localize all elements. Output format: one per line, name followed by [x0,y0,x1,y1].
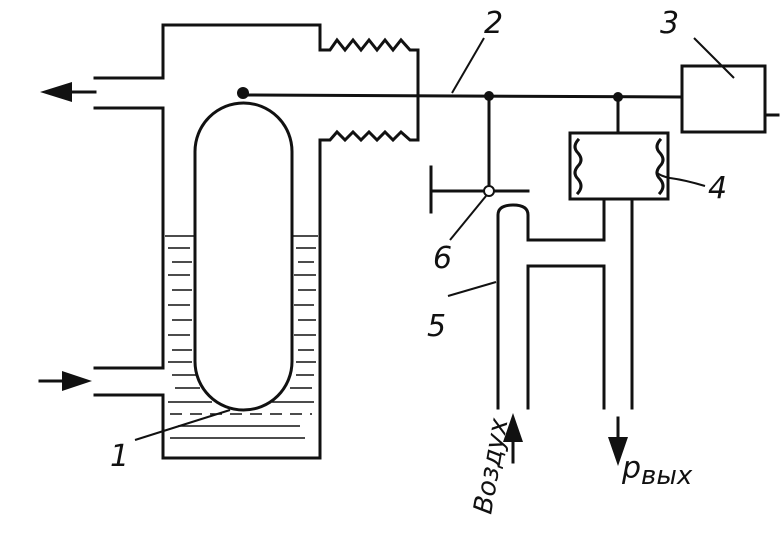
label-box: 3 [660,6,679,41]
box [680,64,767,134]
label-output-sub: вых [641,461,693,491]
label-output: pвых [621,451,693,491]
flapper [429,94,530,214]
label-flapper: 6 [433,241,452,276]
float-pivot [237,87,249,99]
label-air: Воздух [468,416,514,517]
vessel [93,23,322,460]
float [193,101,294,412]
leader-lines [134,37,735,441]
outlet-arrow-icon [40,82,97,102]
label-float: 1 [110,439,129,474]
air-in-arrow-icon [503,413,523,464]
inlet-arrow-icon [38,371,92,391]
label-bellows: 4 [708,171,727,206]
label-nozzle: 5 [427,309,446,344]
neck-bellows-seal [318,37,420,143]
feedback-bellows [568,95,670,201]
output-arrow-icon [608,416,628,466]
liquid-hatching [165,235,318,439]
label-output-main: p [621,451,641,486]
label-rod: 2 [484,6,503,41]
rod [247,93,684,99]
nozzle-and-lines [496,197,634,410]
